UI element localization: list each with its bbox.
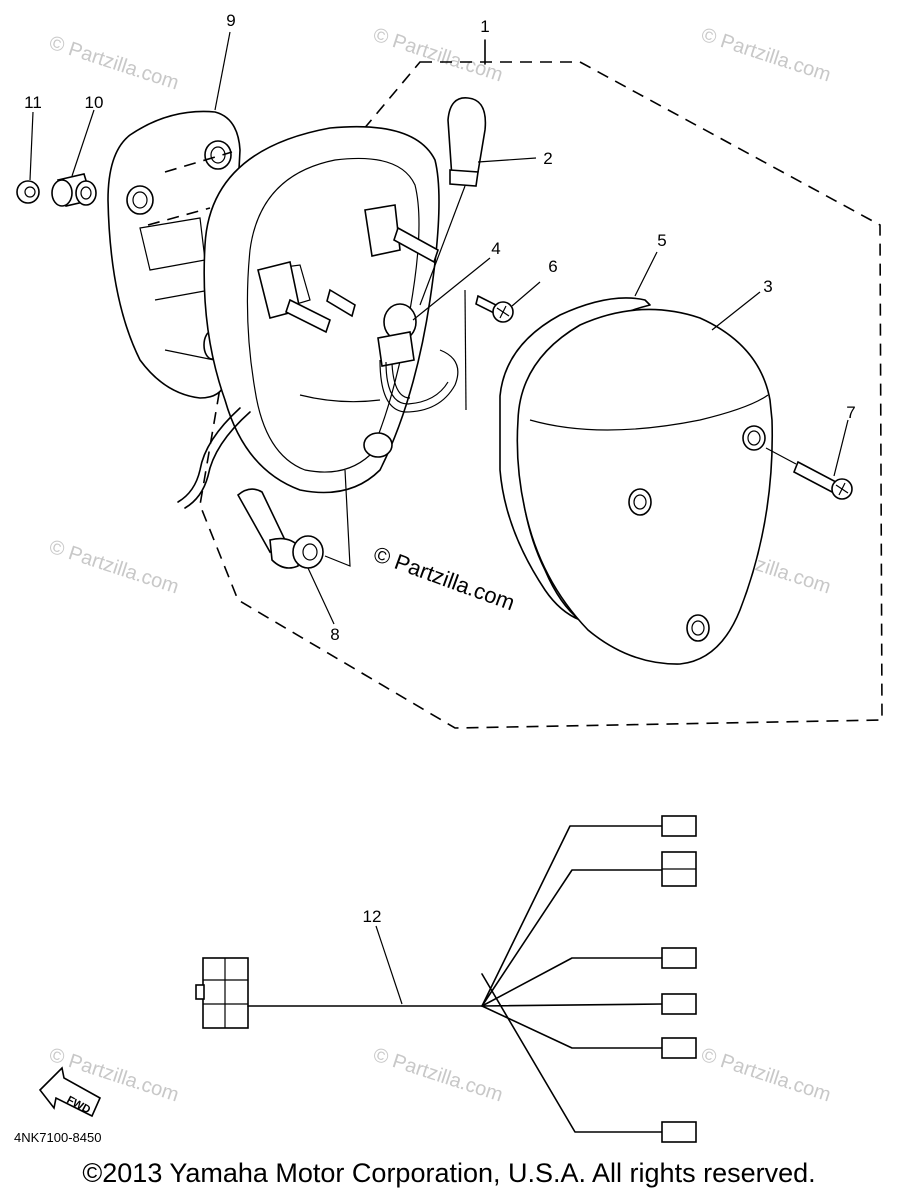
callout-label-9: 9 <box>226 11 235 30</box>
leader-line-8 <box>307 567 335 625</box>
alignment-line <box>147 207 211 226</box>
grommet-part <box>236 488 324 569</box>
watermark: © Partzilla.com <box>698 1044 833 1107</box>
watermark: © Partzilla.com <box>46 536 181 599</box>
lens-part <box>516 308 774 665</box>
callout-label-5: 5 <box>657 231 666 250</box>
wire-harness-part <box>195 815 697 1143</box>
wire-lead <box>177 407 241 503</box>
leader-line-4 <box>412 257 491 321</box>
leader-line-10 <box>71 109 95 177</box>
callout-label-11: 11 <box>24 93 42 112</box>
nut-part <box>16 180 40 204</box>
bulb-axis-line <box>419 185 466 306</box>
bulb-part <box>447 97 487 187</box>
leader-line-9 <box>214 31 231 111</box>
alignment-line <box>164 151 233 173</box>
leader-line-7 <box>833 419 849 477</box>
callout-label-2: 2 <box>543 149 552 168</box>
callout-label-3: 3 <box>763 277 772 296</box>
leader-line-5 <box>634 251 658 297</box>
exploded-parts-diagram: © Partzilla.com © Partzilla.com © Partzi… <box>14 11 883 1145</box>
copyright-notice: ©2013 Yamaha Motor Corporation, U.S.A. A… <box>82 1158 816 1188</box>
socket-guide-line <box>464 289 467 411</box>
callout-label-8: 8 <box>330 625 339 644</box>
callout-label-1: 1 <box>480 17 489 36</box>
leader-line-6 <box>511 281 541 307</box>
screw-part <box>475 294 514 323</box>
long-screw-part <box>765 447 853 500</box>
spacer-collar-part <box>51 173 97 207</box>
diagram-code: 4NK7100-8450 <box>14 1130 101 1145</box>
callout-label-12: 12 <box>363 907 382 926</box>
leader-line-3 <box>711 291 761 331</box>
callout-label-4: 4 <box>491 239 500 258</box>
watermark: © Partzilla.com <box>370 1044 505 1107</box>
wire-lead <box>184 411 251 509</box>
leader-line-11 <box>29 111 34 181</box>
forward-arrow-icon: FWD <box>38 1066 102 1118</box>
leader-line-2 <box>477 157 537 163</box>
leader-line-12 <box>375 925 403 1005</box>
callout-label-10: 10 <box>85 93 104 112</box>
watermark: © Partzilla.com <box>46 32 181 95</box>
callout-label-6: 6 <box>548 257 557 276</box>
grommet-guide-line <box>324 469 351 567</box>
callout-label-7: 7 <box>846 403 855 422</box>
center-watermark: © Partzilla.com <box>370 541 518 615</box>
lamp-housing-part <box>203 125 459 494</box>
watermark: © Partzilla.com <box>698 24 833 87</box>
